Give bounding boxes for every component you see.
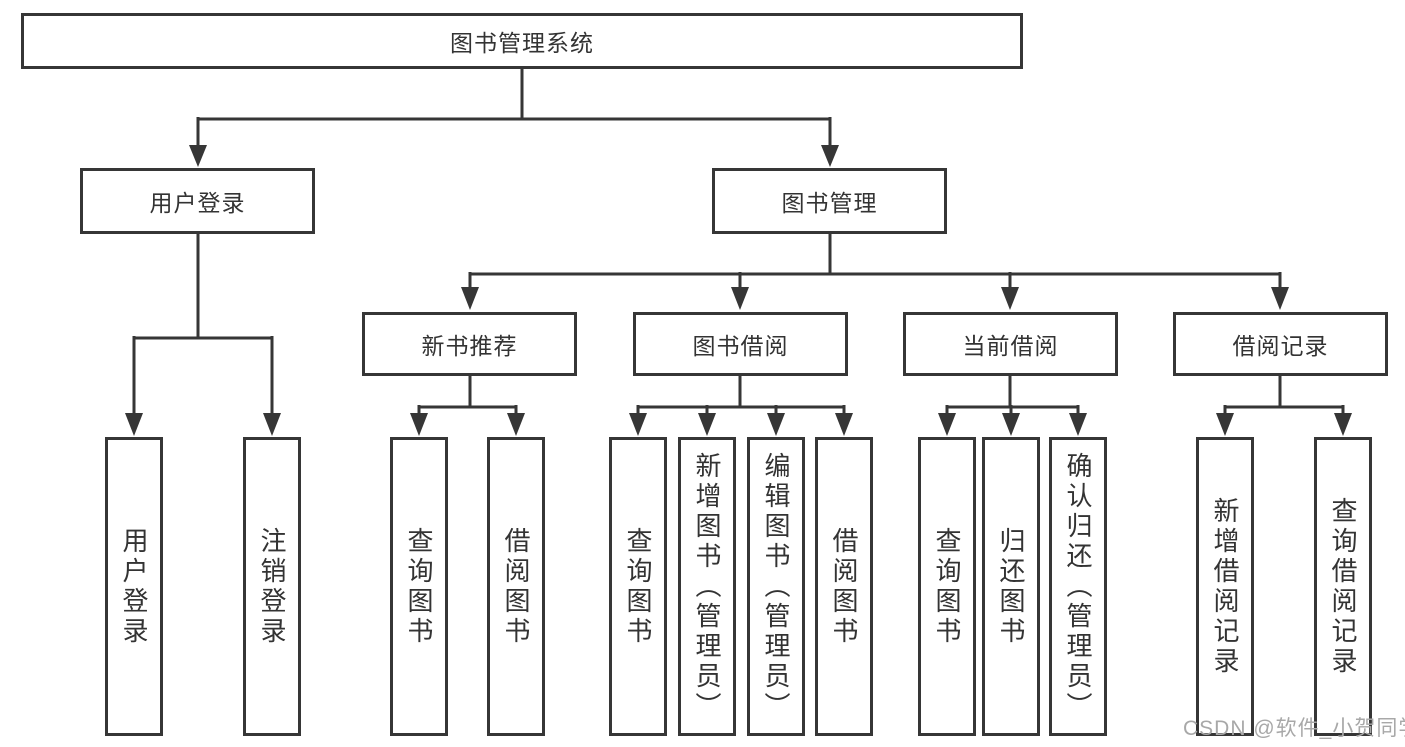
leaf-borrow-books: 借阅图书 — [815, 437, 873, 736]
leaf-query-books-recommend: 查询图书 — [390, 437, 448, 736]
watermark: CSDN @软件_小贺同学 — [1183, 717, 1405, 740]
edge-book-management-to-level3 — [461, 234, 1289, 310]
leaf-logout: 注销登录 — [243, 437, 301, 736]
node-root-system: 图书管理系统 — [21, 13, 1023, 69]
edge-current-borrow-to-leaves — [938, 376, 1087, 436]
leaf-query-books-current: 查询图书 — [918, 437, 976, 736]
edge-root-to-level2 — [189, 69, 839, 167]
leaf-edit-book-admin: 编辑图书（管理员） — [747, 437, 805, 736]
node-current-borrow: 当前借阅 — [903, 312, 1118, 376]
leaf-add-borrow-record: 新增借阅记录 — [1196, 437, 1254, 736]
edge-new-book-recommend-to-leaves — [410, 376, 525, 436]
leaf-query-books-borrow: 查询图书 — [609, 437, 667, 736]
node-new-book-recommend: 新书推荐 — [362, 312, 577, 376]
leaf-return-book: 归还图书 — [982, 437, 1040, 736]
node-book-borrow: 图书借阅 — [633, 312, 848, 376]
leaf-add-book-admin: 新增图书（管理员） — [678, 437, 736, 736]
leaf-query-borrow-record: 查询借阅记录 — [1314, 437, 1372, 736]
node-user-login: 用户登录 — [80, 168, 315, 234]
edge-borrow-records-to-leaves — [1216, 376, 1352, 436]
edge-user-login-to-leaves — [125, 234, 281, 436]
leaf-confirm-return-admin: 确认归还（管理员） — [1049, 437, 1107, 736]
leaf-user-login: 用户登录 — [105, 437, 163, 736]
leaf-borrow-books-recommend: 借阅图书 — [487, 437, 545, 736]
node-book-management: 图书管理 — [712, 168, 947, 234]
edge-book-borrow-to-leaves — [629, 376, 853, 436]
node-borrow-records: 借阅记录 — [1173, 312, 1388, 376]
